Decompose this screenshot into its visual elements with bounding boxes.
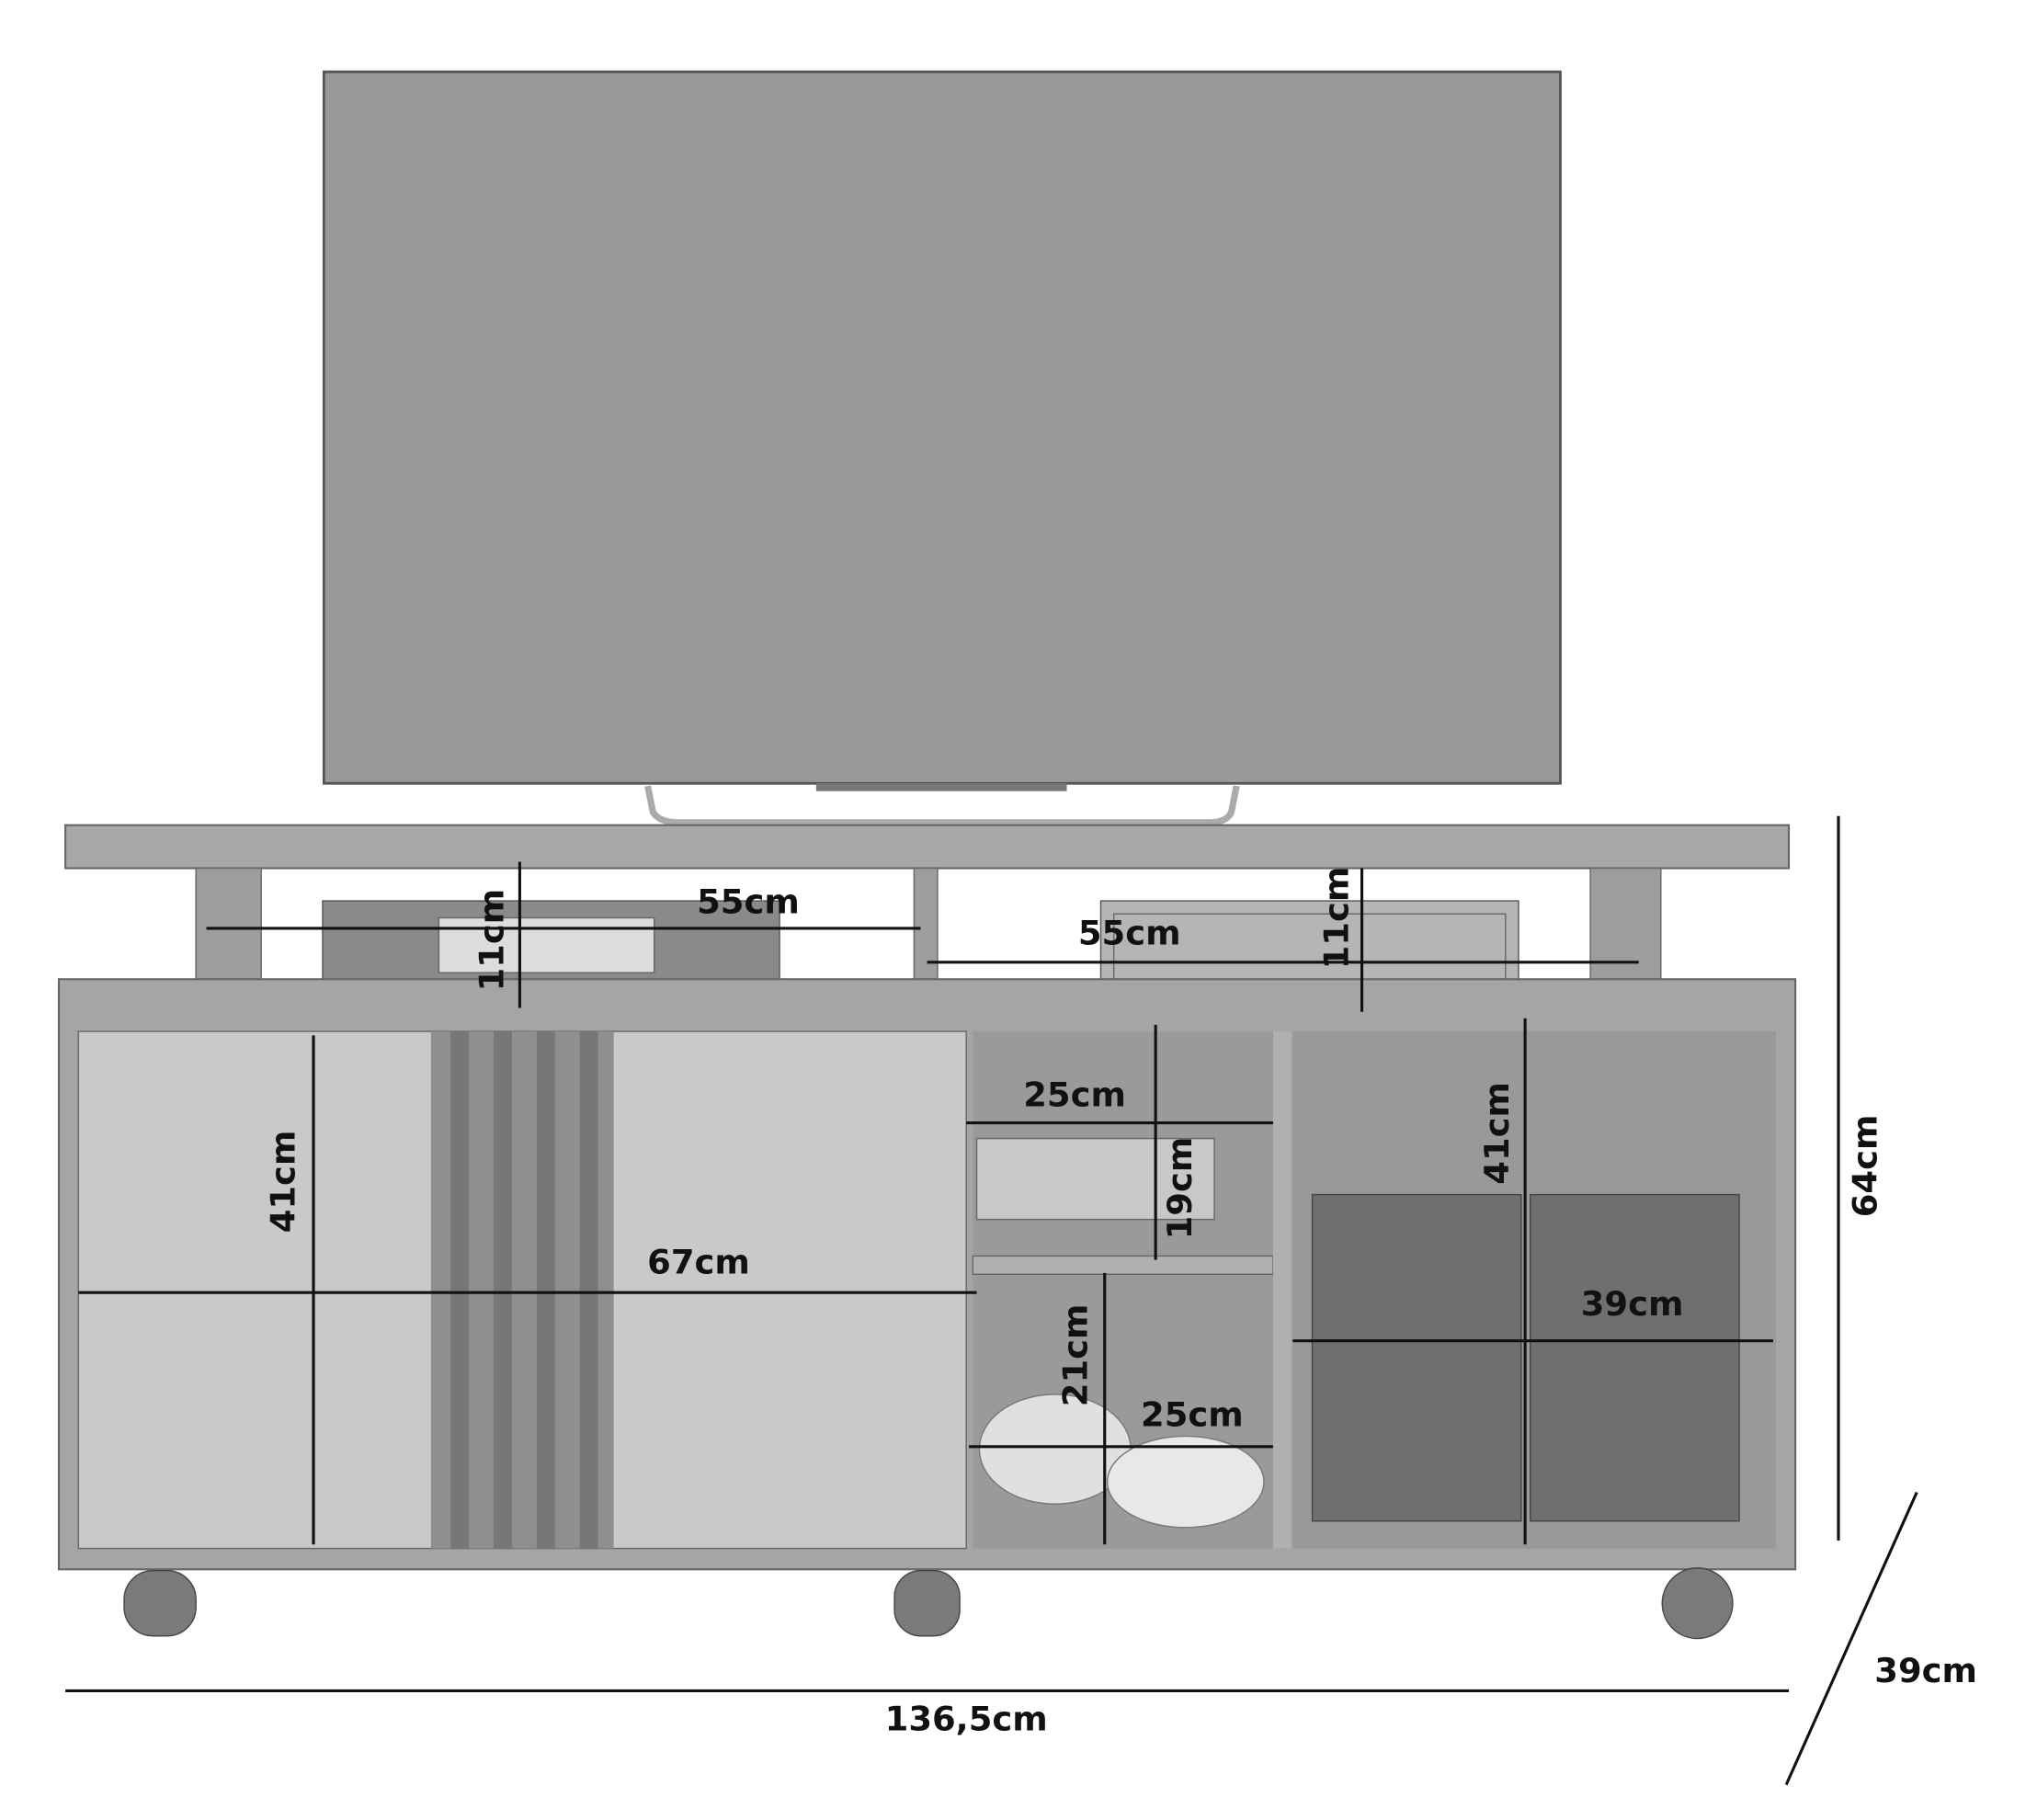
top-shelf — [64, 824, 1791, 870]
overall-width-label: 136,5cm — [885, 1700, 1048, 1739]
middle-bottom-width-label: 25cm — [1141, 1395, 1244, 1435]
left-shelf-height-label: 11cm — [472, 889, 512, 992]
right-niche-height-label: 41cm — [1477, 1082, 1517, 1185]
middle-top-width-label: 25cm — [1023, 1075, 1126, 1115]
cabinet-body — [57, 978, 1797, 1571]
television — [322, 70, 1562, 826]
left-shelf-width-label: 55cm — [697, 882, 800, 921]
dimension-lines — [65, 815, 1918, 1786]
wheels — [123, 1567, 1734, 1640]
door-width-label: 67cm — [647, 1242, 750, 1281]
receiver-device — [1099, 900, 1519, 987]
overall-depth-label: 39cm — [1874, 1651, 1977, 1690]
door-height-label: 41cm — [263, 1131, 302, 1234]
right-shelf-height-label: 11cm — [1316, 867, 1356, 970]
right-shelf-width-label: 55cm — [1078, 913, 1181, 952]
middle-bottom-height-label: 21cm — [1055, 1303, 1095, 1406]
middle-top-height-label: 19cm — [1160, 1137, 1200, 1240]
right-niche-width-label: 39cm — [1581, 1284, 1684, 1324]
overall-height-label: 64cm — [1846, 1115, 1885, 1218]
